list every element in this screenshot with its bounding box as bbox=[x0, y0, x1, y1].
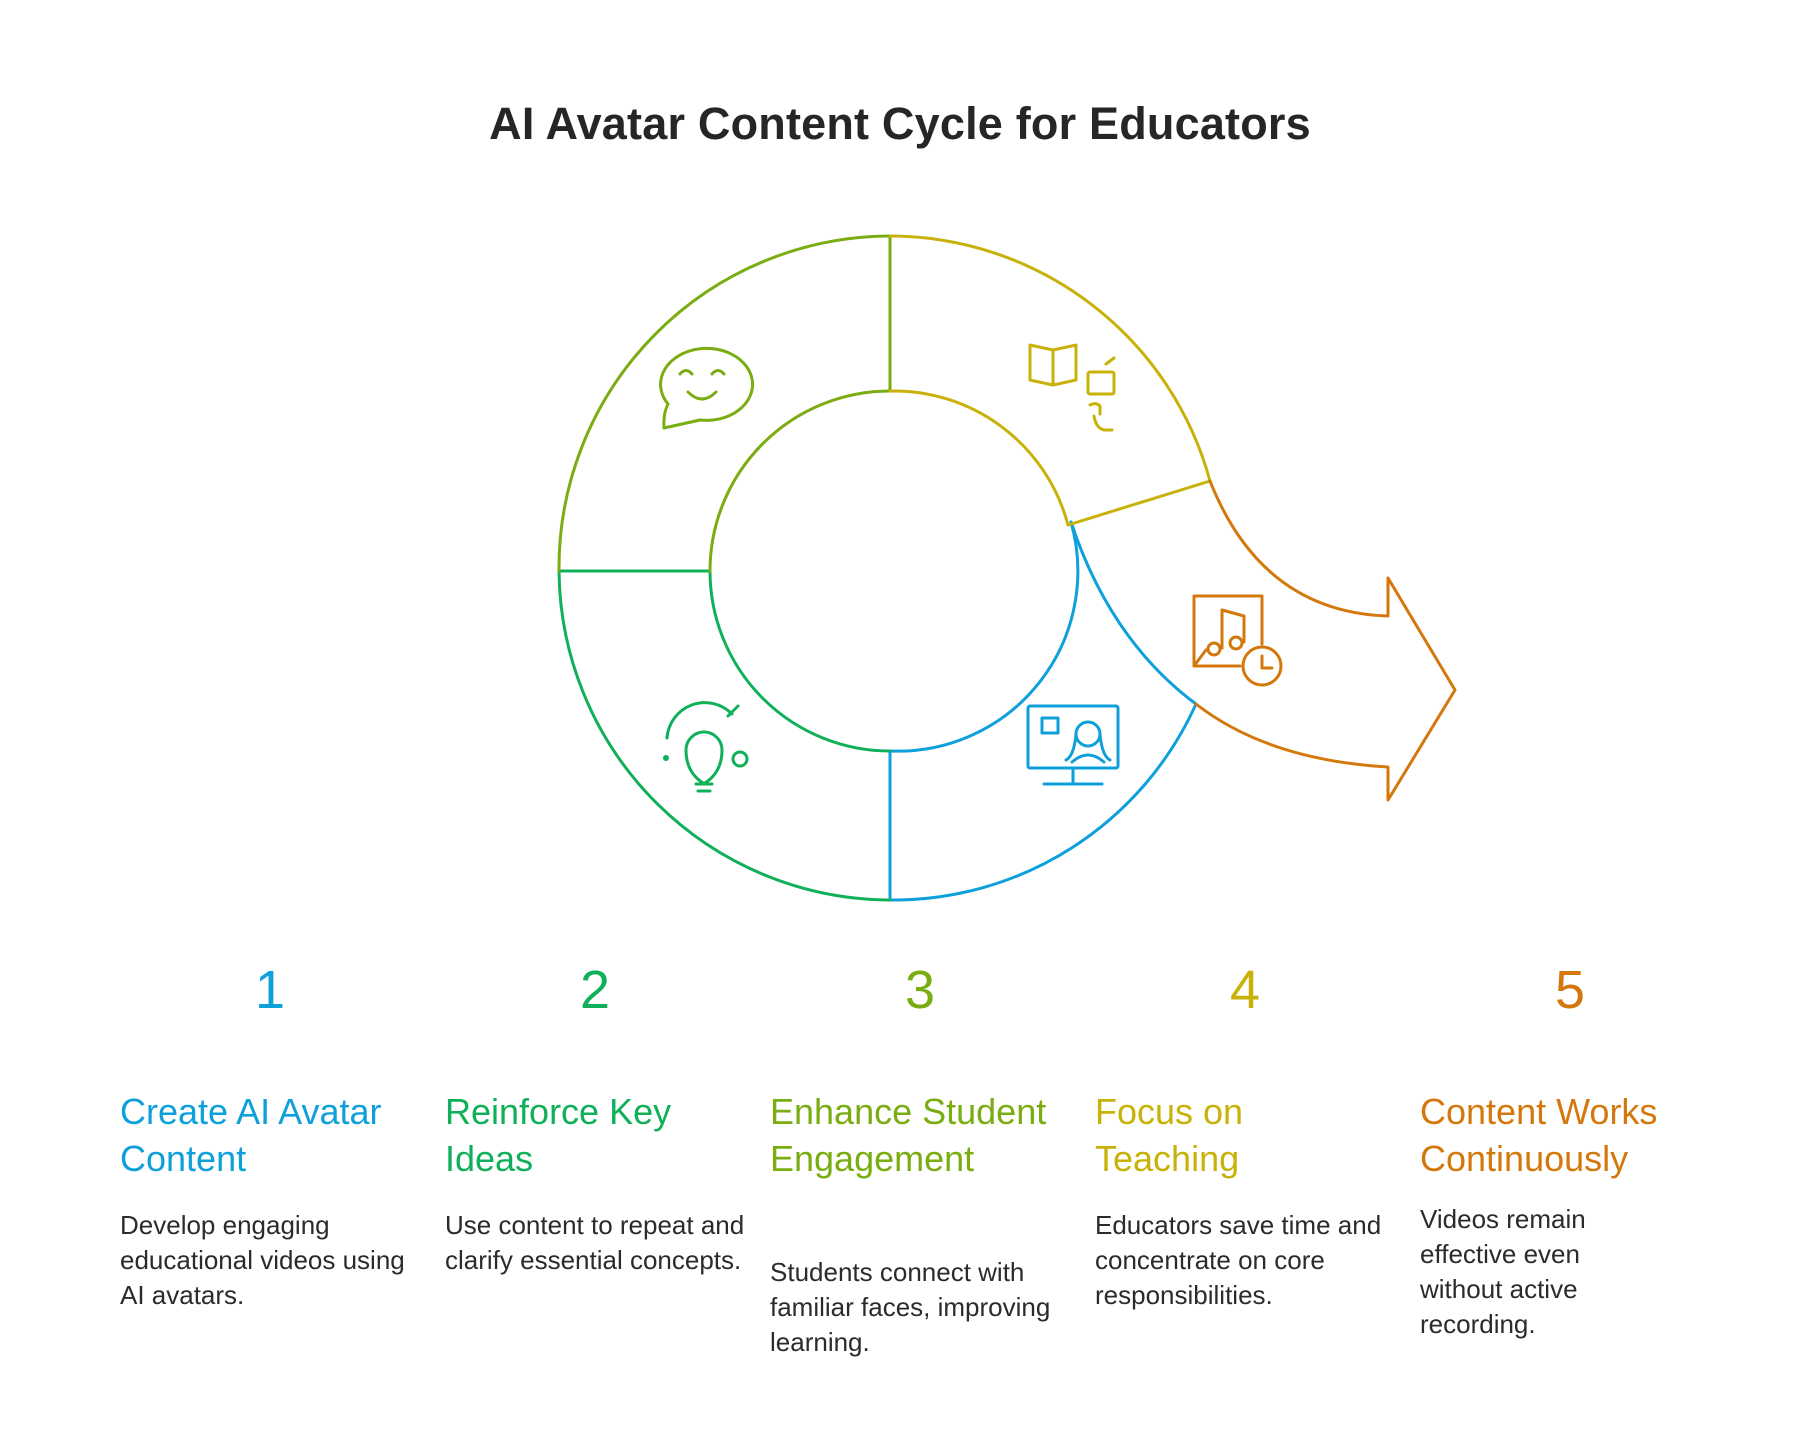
book-teacher-icon bbox=[1028, 343, 1116, 432]
cycle-segment-3 bbox=[557, 234, 892, 573]
step-number: 4 bbox=[1229, 960, 1261, 1020]
page-title: AI Avatar Content Cycle for Educators bbox=[489, 98, 1311, 149]
step-title: Focus on Teaching bbox=[1095, 1091, 1244, 1179]
lightbulb-icon bbox=[663, 701, 749, 793]
cycle-segment-4 bbox=[888, 234, 1212, 527]
step-description: Develop engaging educational videos usin… bbox=[120, 1210, 405, 1310]
cycle-segment-2 bbox=[557, 569, 892, 902]
step-number: 3 bbox=[904, 960, 936, 1020]
step-description: Educators save time and concentrate on c… bbox=[1095, 1210, 1382, 1310]
step-description: Use content to repeat and clarify essent… bbox=[445, 1210, 745, 1275]
step-title: Enhance Student Engagement bbox=[770, 1091, 1047, 1179]
step-number: 5 bbox=[1554, 960, 1586, 1020]
step-title: Reinforce Key Ideas bbox=[445, 1091, 672, 1179]
step-number: 2 bbox=[579, 960, 611, 1020]
smiling-chat-bubble-icon bbox=[659, 346, 755, 430]
step-description: Videos remain effective even without act… bbox=[1420, 1204, 1586, 1339]
step-title: Create AI Avatar Content bbox=[120, 1091, 382, 1179]
cycle-segment-1 bbox=[888, 520, 1198, 902]
music-clock-icon bbox=[1192, 594, 1283, 687]
monitor-avatar-icon bbox=[1026, 704, 1120, 786]
step-number: 1 bbox=[254, 960, 286, 1020]
step-title: Content Works Continuously bbox=[1420, 1091, 1658, 1179]
cycle-segment-5-arrow bbox=[1194, 479, 1457, 802]
step-description: Students connect with familiar faces, im… bbox=[770, 1257, 1051, 1357]
